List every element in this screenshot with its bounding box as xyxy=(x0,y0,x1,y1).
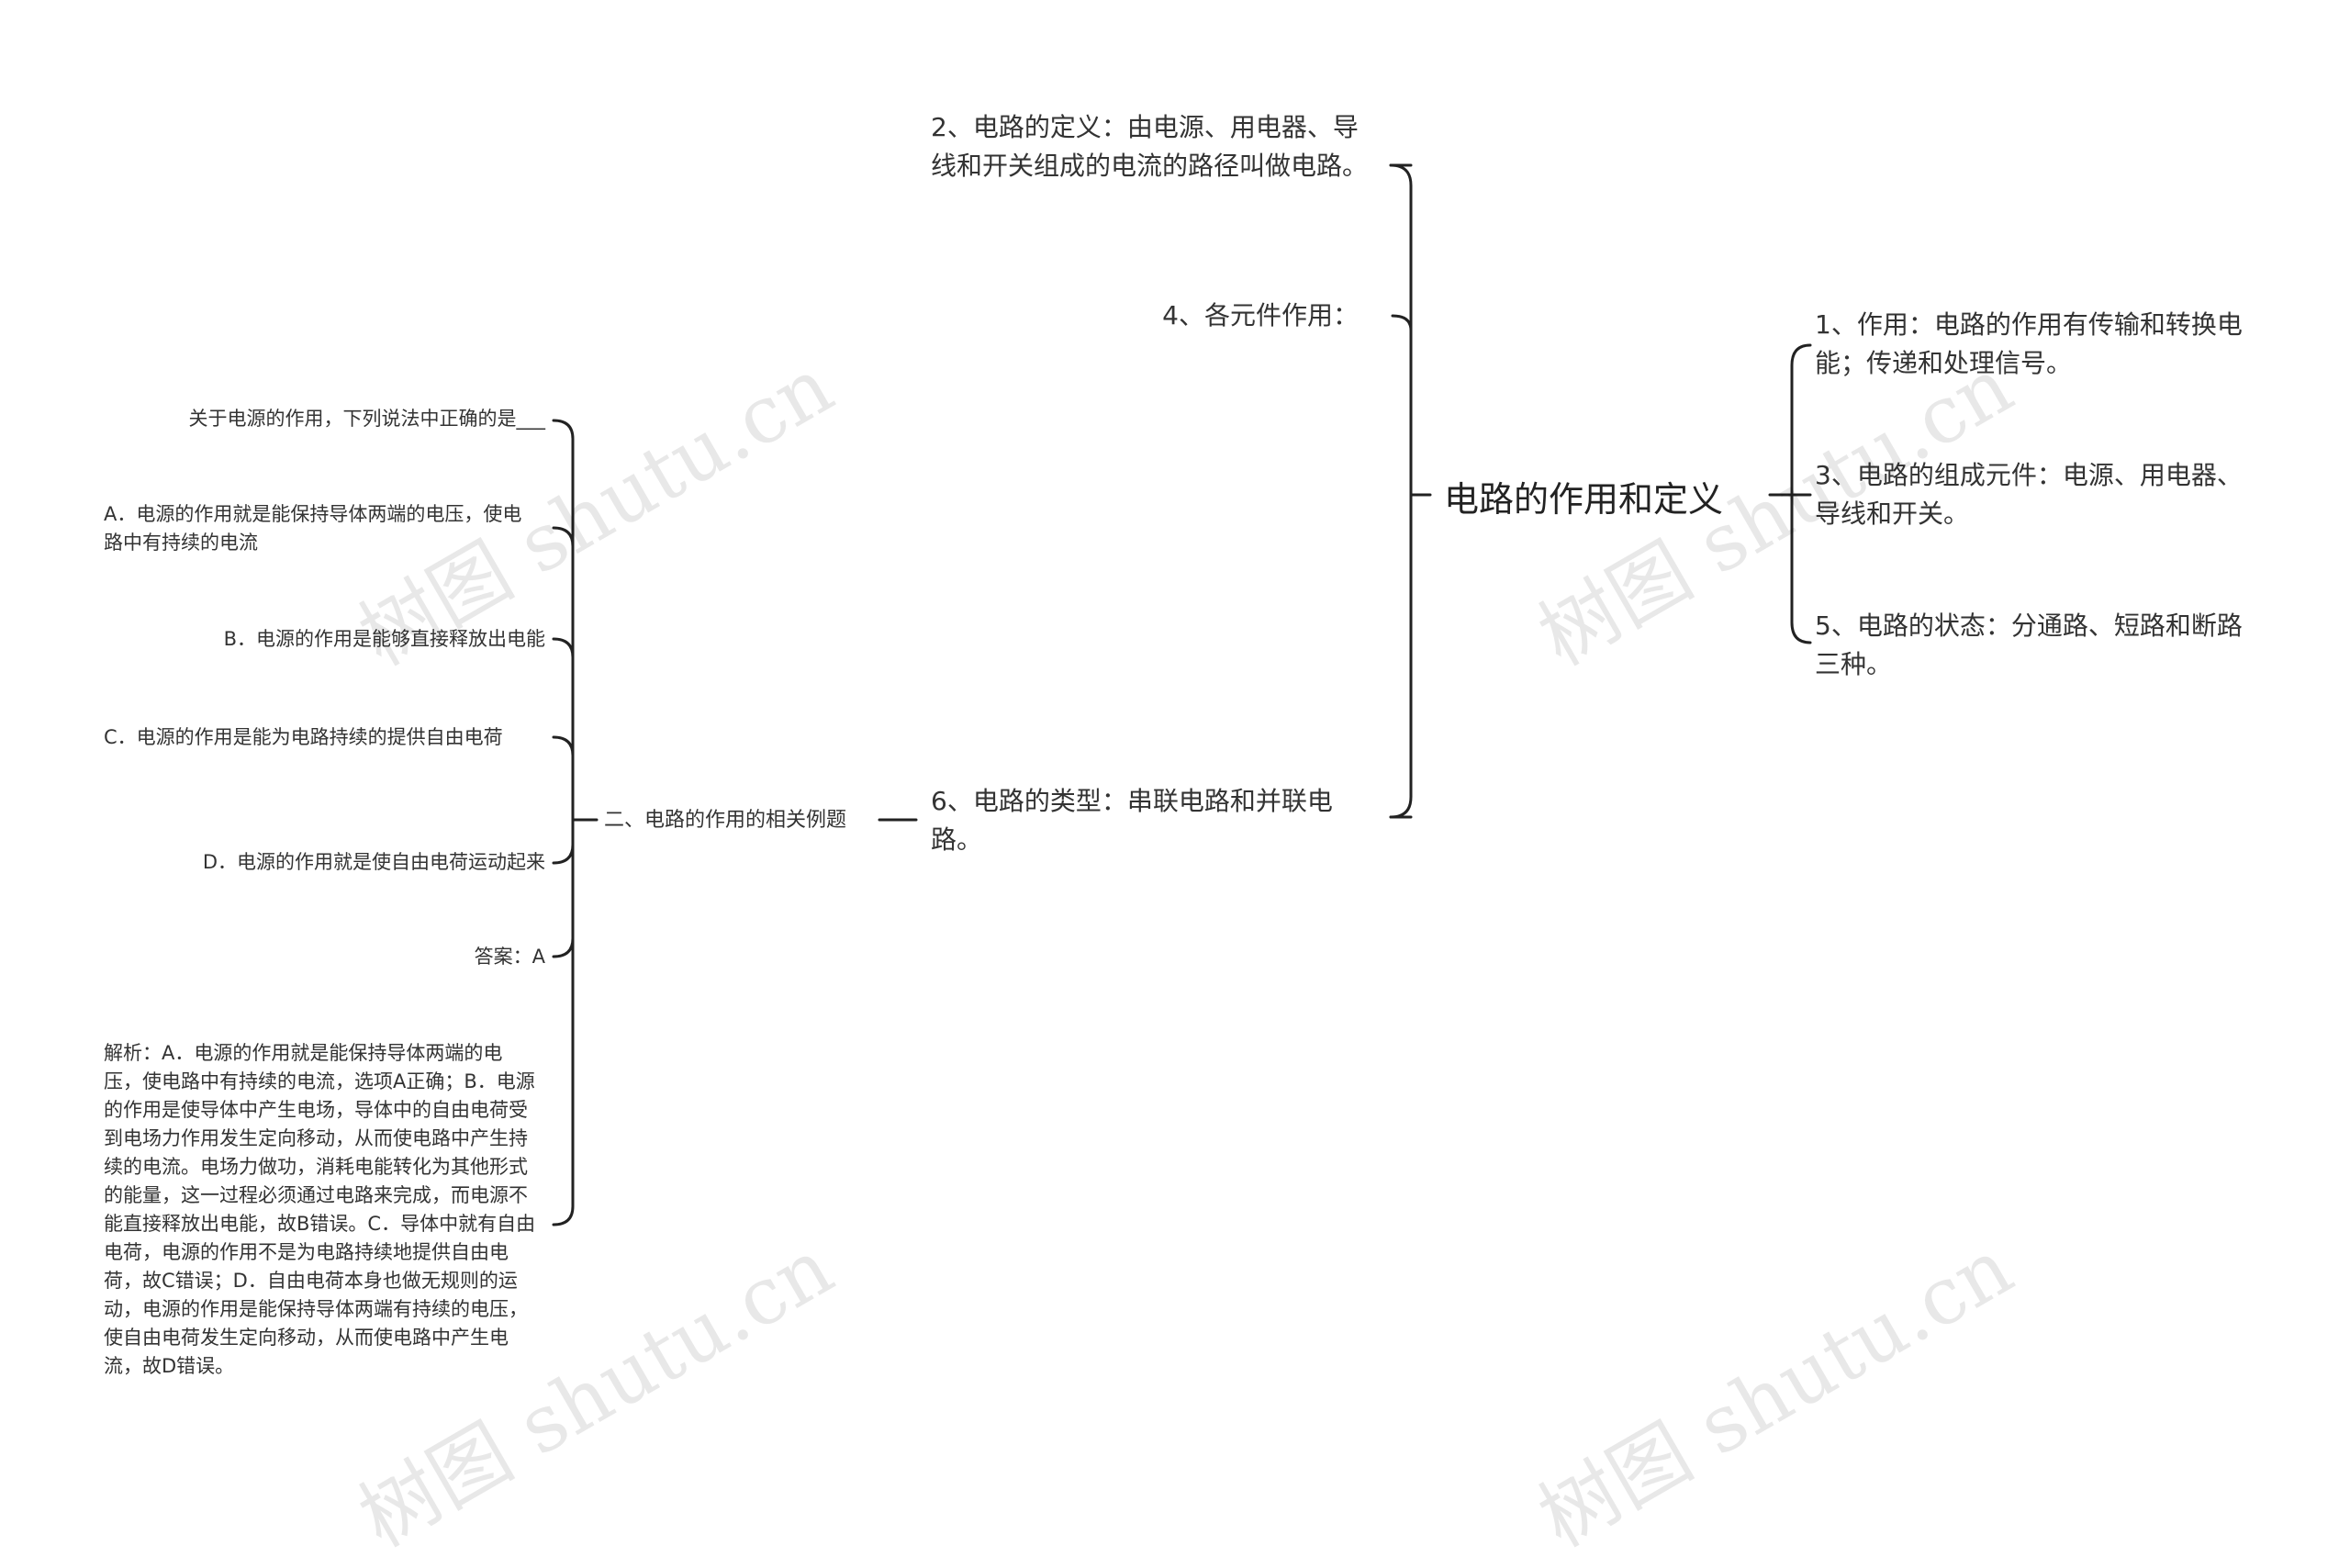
mind-map: 电路的作用和定义 2、电路的定义：由电源、用电器、导线和开关组成的电流的路径叫做… xyxy=(104,112,2243,1565)
root-topic[interactable]: 电路的作用和定义 xyxy=(1444,479,1724,520)
branch-state[interactable]: 5、电路的状态：分通路、短路和断路三种。 xyxy=(1815,610,2243,679)
example-answer[interactable]: 答案：A xyxy=(474,946,545,968)
left-branch-tick-components xyxy=(1391,314,1413,332)
left-main-bracket xyxy=(1389,163,1413,819)
example-tick-c xyxy=(552,735,575,757)
branch-definition[interactable]: 2、电路的定义：由电源、用电器、导线和开关组成的电流的路径叫做电路。 xyxy=(931,112,1369,181)
example-option-b[interactable]: B．电源的作用是能够直接释放出电能 xyxy=(223,628,545,650)
connector-lines xyxy=(552,163,1812,1226)
example-option-c[interactable]: C．电源的作用是能为电路持续的提供自由电荷 xyxy=(104,726,503,748)
example-tick-b xyxy=(552,637,575,659)
example-question[interactable]: 关于电源的作用，下列说法中正确的是___ xyxy=(188,408,546,430)
example-tick-answer xyxy=(552,936,575,958)
branch-components[interactable]: 4、各元件作用： xyxy=(1162,300,1359,330)
example-analysis[interactable]: 解析：A．电源的作用就是能保持导体两端的电压，使电路中有持续的电流，选项A正确；… xyxy=(104,1042,536,1377)
example-bracket xyxy=(552,419,575,1226)
example-tick-a xyxy=(552,526,575,548)
example-tick-d xyxy=(552,843,575,865)
example-option-a[interactable]: A．电源的作用就是能保持导体两端的电压，使电路中有持续的电流 xyxy=(104,503,522,554)
branch-composition[interactable]: 3、电路的组成元件：电源、用电器、导线和开关。 xyxy=(1815,460,2243,529)
example-option-d[interactable]: D．电源的作用就是使自由电荷运动起来 xyxy=(202,851,545,873)
branch-function[interactable]: 1、作用：电路的作用有传输和转换电能；传递和处理信号。 xyxy=(1815,309,2243,378)
branch-circuit-type[interactable]: 6、电路的类型：串联电路和并联电路。 xyxy=(931,786,1333,855)
example-label[interactable]: 二、电路的作用的相关例题 xyxy=(604,809,847,832)
